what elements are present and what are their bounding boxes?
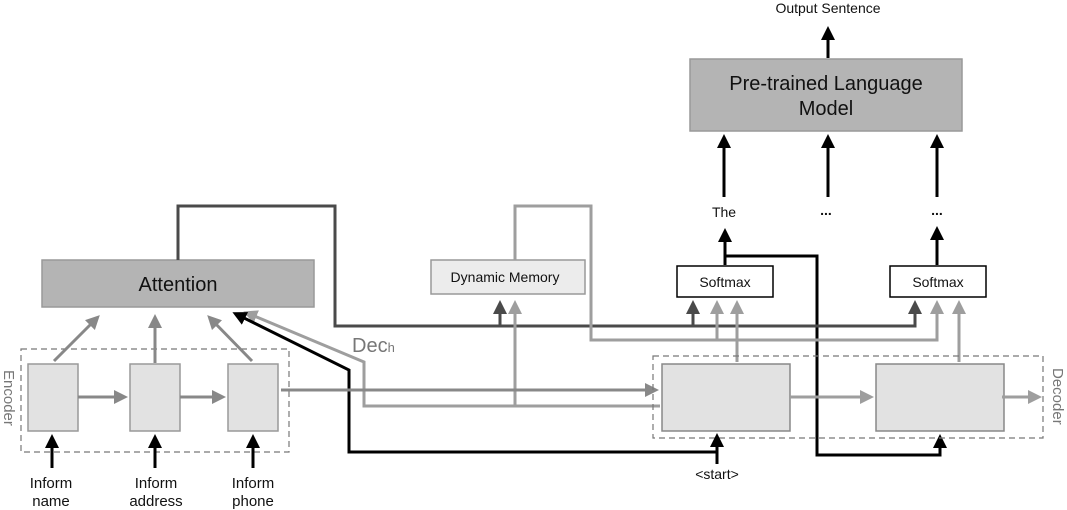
plm-label-line1: Pre-trained Language: [729, 73, 922, 95]
token-ellipsis-1: ...: [820, 202, 832, 218]
dech-to-attention-line: [243, 310, 660, 408]
dech-label: Dech: [352, 335, 395, 357]
softmax-label-1: Softmax: [699, 274, 750, 290]
attention-box: [41, 259, 315, 308]
encoder-label: Encoder: [0, 370, 17, 426]
plm-label-line2: Model: [799, 98, 853, 120]
pretrained-language-model-box: [689, 58, 963, 132]
input-3-line1: Inform: [232, 475, 275, 492]
encoder-cell-2: [129, 363, 181, 432]
token-the: The: [712, 204, 736, 220]
decoder-group: [652, 355, 1044, 439]
input-3-line2: phone: [232, 493, 274, 510]
attention-context-line: [176, 204, 922, 328]
encoder-cell-3: [227, 363, 279, 432]
input-1-line1: Inform: [30, 475, 73, 492]
input-2-line1: Inform: [135, 475, 178, 492]
decoder-cell-1: [661, 363, 791, 432]
feedback-line-the-to-decoder2: [725, 254, 947, 457]
softmax-box-2: [889, 265, 987, 298]
encoder3-to-attention-arrow: [207, 315, 254, 363]
softmax-box-1: [676, 265, 774, 298]
encoder1-to-attention-arrow: [52, 315, 100, 363]
softmax-label-2: Softmax: [912, 274, 963, 290]
attention-label: Attention: [139, 274, 218, 296]
decoder-cell-2: [875, 363, 1005, 432]
input-2-line2: address: [129, 493, 182, 510]
memory-output-line: [513, 204, 944, 342]
start-to-attention-line: [232, 312, 716, 454]
start-token-label: <start>: [695, 466, 739, 482]
output-sentence-label: Output Sentence: [775, 0, 880, 16]
dynamic-memory-label: Dynamic Memory: [451, 269, 560, 285]
token-ellipsis-2: ...: [931, 202, 943, 218]
encoder-cell-1: [27, 363, 79, 432]
decoder-label: Decoder: [1049, 368, 1066, 425]
dynamic-memory-box: [430, 259, 586, 295]
input-1-line2: name: [32, 493, 70, 510]
